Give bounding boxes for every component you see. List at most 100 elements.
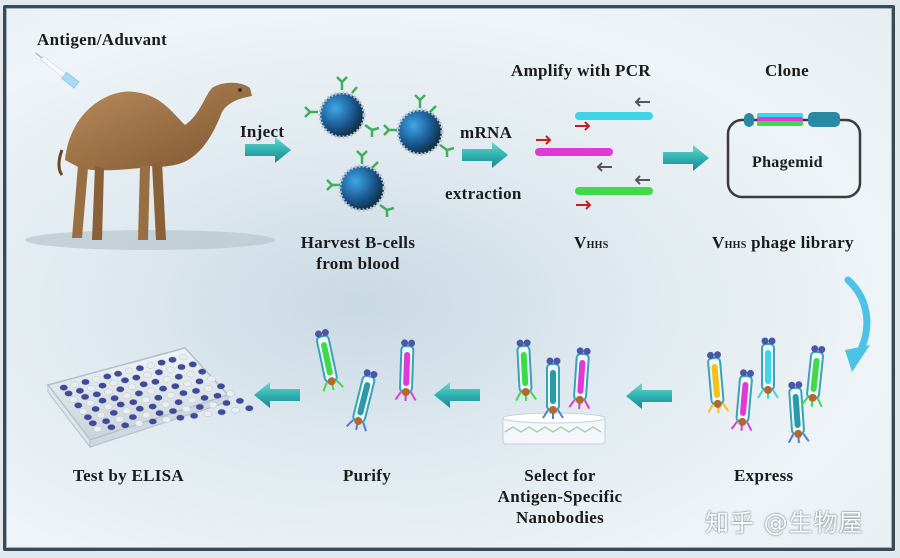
label-vhhs: VHHS [574,232,609,256]
b-cell [304,76,380,139]
elisa-well [155,409,164,417]
elisa-well [162,416,171,423]
elisa-well [174,373,184,380]
elisa-well [195,378,204,385]
elisa-well [207,375,216,383]
elisa-well [183,380,192,388]
elisa-well [104,388,113,396]
elisa-well [213,392,222,400]
elisa-well [116,386,125,393]
elisa-well [182,405,191,413]
elisa-well [235,397,245,405]
label-select: Select for Antigen-Specific Nanobodies [480,465,640,528]
label-select-line3: Nanobodies [515,508,605,527]
elisa-well [177,363,186,371]
elisa-well [171,382,180,390]
elisa-well [195,403,205,411]
elisa-well [174,398,183,406]
elisa-well [110,394,119,402]
b-cell [383,94,455,157]
elisa-well [146,387,156,395]
arrow-inject [245,137,291,163]
elisa-well [98,397,107,404]
b-cell [326,150,395,217]
elisa-well [124,367,134,375]
label-express: Express [734,466,794,485]
elisa-well [88,419,98,427]
arrow-to-purify [434,382,480,408]
label-mrna: mRNA [460,123,513,142]
elisa-well [135,405,145,412]
phagemid-vector [726,112,862,199]
nanobody [757,337,779,399]
elisa-well [116,401,125,408]
elisa-well [120,377,130,384]
elisa-well [204,385,213,392]
label-pcr: Amplify with PCR [511,61,651,80]
elisa-well [107,423,116,431]
elisa-well [208,401,218,409]
elisa-well [158,385,168,392]
camel-illustration [25,82,275,250]
label-elisa: Test by ELISA [73,466,184,485]
elisa-well [143,371,152,379]
elisa-well [222,399,231,407]
elisa-well [86,384,96,392]
elisa-well [109,379,119,387]
elisa-well [78,408,88,415]
elisa-well [226,390,235,397]
elisa-well [191,387,201,395]
elisa-well [127,383,137,391]
label-antigen: Antigen/Aduvant [37,30,168,49]
elisa-well [148,403,157,410]
elisa-well [176,414,185,421]
label-library-rest: phage library [746,233,854,252]
elisa-well [151,378,160,386]
elisa-well [113,370,123,377]
elisa-well [120,422,130,429]
elisa-wells [59,353,254,433]
elisa-well [103,403,113,411]
label-harvest-line1: Harvest B-cells [300,233,416,252]
arrow-clone [663,145,709,171]
elisa-well [197,368,207,375]
elisa-well [128,413,138,421]
elisa-well [217,408,226,416]
elisa-well [91,405,100,413]
elisa-well [129,398,138,406]
elisa-well [132,374,141,381]
elisa-well [59,384,69,391]
elisa-well [179,389,188,397]
syringe-icon [35,52,80,89]
elisa-well [98,382,107,389]
label-select-line1: Select for [524,466,596,485]
elisa-well [69,396,78,403]
elisa-well [64,390,73,397]
elisa-well [139,381,148,388]
nanobody [730,369,754,432]
nanobody [568,347,591,410]
elisa-well [92,375,101,383]
watermark: 知乎 @生物屋 [705,509,864,537]
elisa-well [168,407,178,415]
label-phage-library: VHHS phage library [712,232,854,256]
label-vhhs-sub: HHS [586,240,609,251]
nanobody [345,369,378,432]
label-harvest: Harvest B-cells from blood [283,232,433,274]
elisa-well [115,415,124,423]
elisa-well [93,425,102,433]
elisa-well [141,396,151,404]
elisa-well [154,394,163,401]
label-clone: Clone [765,61,809,80]
label-inject: Inject [240,122,285,141]
label-extraction: extraction [445,184,522,203]
elisa-well [103,373,112,380]
elisa-well [231,406,240,414]
nanobody [315,329,344,392]
elisa-well [81,378,90,386]
elisa-well [142,411,151,419]
elisa-plate [46,347,254,449]
elisa-well [162,376,172,383]
elisa-well [134,420,144,427]
